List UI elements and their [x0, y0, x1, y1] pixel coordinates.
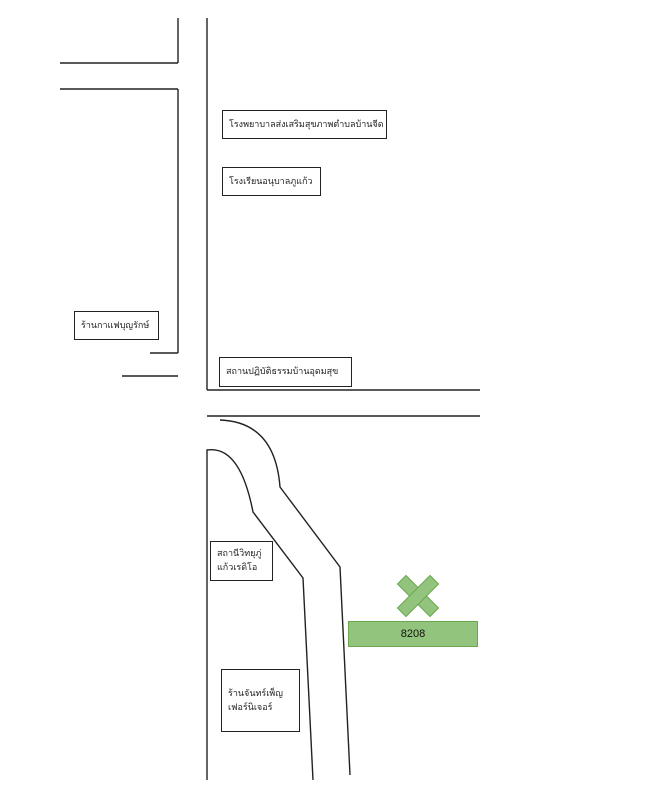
radio-station-line2: แก้วเรดิโอ — [217, 563, 258, 573]
furniture-shop-line1: ร้านจันทร์เพ็ญ — [228, 688, 283, 699]
hospital-label: โรงพยาบาลส่งเสริมสุขภาพตำบลบ้านจีด — [222, 110, 387, 139]
road-line — [219, 419, 351, 776]
kindergarten-text: โรงเรียนอนุบาลภูแก้ว — [229, 176, 313, 187]
kindergarten-label: โรงเรียนอนุบาลภูแก้ว — [222, 167, 321, 196]
practice-center-label: สถานปฏิบัติธรรมบ้านอุดมสุข — [219, 357, 352, 387]
radio-station-line1: สถานีวิทยุภู่ — [217, 549, 262, 559]
x-mark-icon — [396, 574, 440, 618]
hospital-text: โรงพยาบาลส่งเสริมสุขภาพตำบลบ้านจีด — [229, 119, 384, 130]
radio-station-label: สถานีวิทยุภู่ แก้วเรดิโอ — [210, 541, 273, 581]
cafe-text: ร้านกาแฟบุญรักษ์ — [81, 320, 150, 331]
practice-center-text: สถานปฏิบัติธรรมบ้านอุดมสุข — [226, 367, 339, 377]
furniture-shop-label: ร้านจันทร์เพ็ญ เฟอร์นิเจอร์ — [221, 669, 300, 732]
target-label-text: 8208 — [400, 628, 426, 640]
furniture-shop-line2: เฟอร์นิเจอร์ — [228, 702, 273, 713]
cafe-label: ร้านกาแฟบุญรักษ์ — [74, 311, 159, 340]
road-line — [206, 449, 314, 781]
target-label-box: 8208 — [348, 621, 478, 647]
